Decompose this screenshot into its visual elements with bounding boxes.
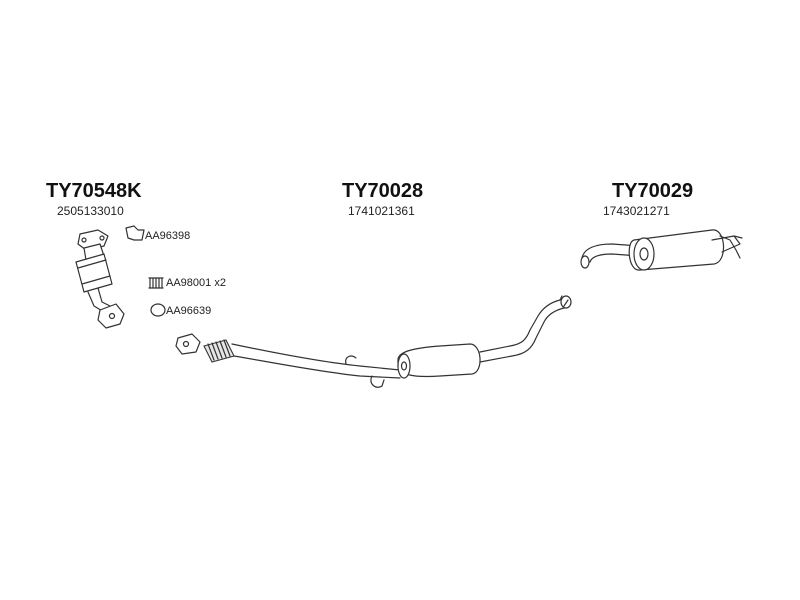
rear-silencer-code: TY70029 [612, 180, 694, 202]
middle-silencer-oem-number: 1741021361 [348, 204, 415, 218]
middle-silencer-code: TY70028 [342, 180, 424, 202]
middle-silencer-drawing [175, 295, 572, 388]
ring-gasket-label: AA96639 [166, 305, 212, 317]
gasket-flange-icon [125, 225, 145, 241]
catalytic-converter-drawing [75, 229, 125, 329]
rear-silencer-drawing [580, 229, 743, 271]
spring-bolts-icon [148, 277, 164, 289]
spring-bolts-label: AA98001 x2 [166, 277, 226, 289]
catalytic-converter-oem-number: 2505133010 [57, 204, 124, 218]
rear-silencer-oem-number: 1743021271 [603, 204, 670, 218]
gasket-flange-label: AA96398 [145, 230, 191, 242]
ring-gasket-icon [150, 303, 166, 317]
catalytic-converter-code: TY70548K [46, 180, 142, 202]
